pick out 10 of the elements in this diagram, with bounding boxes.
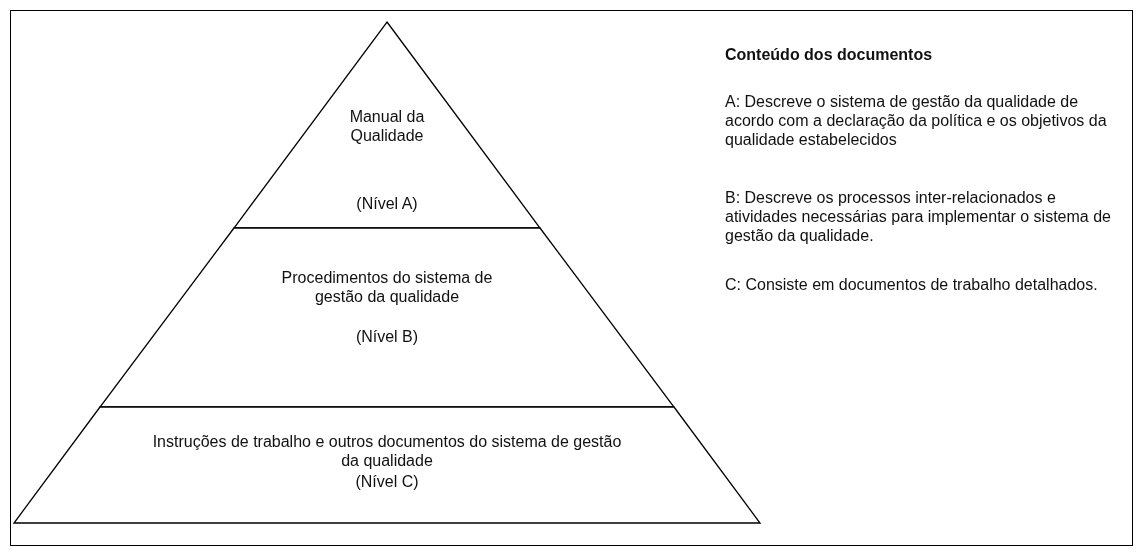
tier-label: Manual da Qualidade xyxy=(348,107,426,145)
panel-heading: Conteúdo dos documentos xyxy=(725,45,934,64)
description-text: B: Descreve os processos inter-relacionados e atividades necessárias para implementar o sistema de gestão da qualidade. xyxy=(725,188,1112,245)
description-text: C: Consiste em documentos de trabalho detalhados. xyxy=(725,275,1099,294)
tier-label: (Nível B) xyxy=(355,327,419,346)
tier-label: Procedimentos do sistema de gestão da qualidade xyxy=(280,268,494,306)
tier-label: (Nível A) xyxy=(356,194,418,213)
tier-label: Instruções de trabalho e outros documentos do sistema de gestão da qualidade xyxy=(152,432,622,470)
tier-label: (Nível C) xyxy=(355,472,419,491)
description-text: A: Descreve o sistema de gestão da qualidade de acordo com a declaração da política e os objetivos da qualidade estabelecidos xyxy=(725,92,1108,149)
